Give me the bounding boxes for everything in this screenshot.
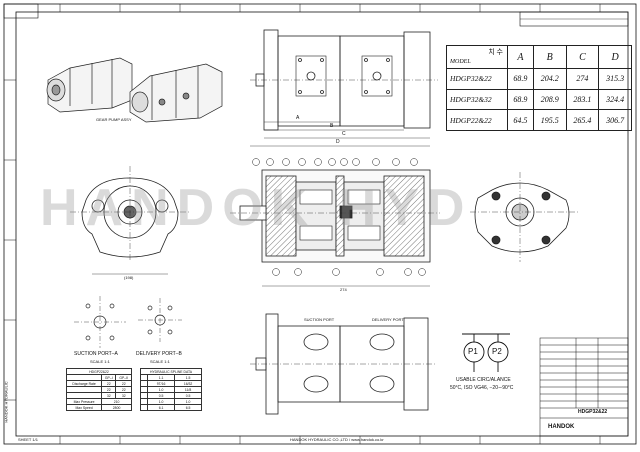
column-header: C — [565, 45, 600, 69]
isometric-view-1 — [46, 57, 133, 113]
spec-cell: 6.5 — [174, 404, 202, 411]
value-cell: 204.2 — [532, 68, 567, 90]
frame-ticks — [4, 4, 601, 444]
value-cell: 315.3 — [598, 68, 632, 90]
spec-cell — [140, 404, 148, 411]
delivery-scale: SCALE 1:1 — [150, 359, 170, 364]
section-length-dim: 274 — [340, 287, 347, 292]
rear-view — [470, 172, 578, 262]
hydraulic-symbol — [462, 333, 510, 372]
bottom-note: HANDOK HYDRAULIC CO.,LTD / www.handok.co… — [290, 437, 384, 442]
isometric-view-2 — [129, 63, 223, 123]
page-note: SHEET 1/1 — [18, 437, 38, 442]
corner-top-label: 치 수 — [488, 48, 503, 56]
title-block-drawing-no: HDGP32&22 — [578, 409, 608, 415]
table-row: HDGP32&32 68.9 208.9 283.1 324.4 — [446, 88, 632, 111]
symbol-p2-label: P2 — [492, 347, 502, 356]
left-vertical-title: HANDOK HYDRAULIC — [3, 381, 9, 423]
inner-border — [15, 11, 629, 437]
suction-port-callout: SUCTION PORT — [304, 317, 335, 322]
delivery-port-label: DELIVERY PORT–B — [136, 351, 182, 357]
circ-sub-label: 50°C, ISO VG46, −20∼90°C — [450, 385, 514, 391]
model-cell: HDGP32&32 — [446, 88, 508, 111]
delivery-port-detail — [138, 298, 182, 342]
title-block — [539, 337, 629, 437]
table-row: HDGP22&22 64.5 195.5 265.4 306.7 — [446, 109, 632, 131]
bottom-side-view — [250, 313, 436, 415]
dimension-table-corner: 치 수 MODEL — [446, 45, 508, 69]
flange-view — [70, 166, 190, 275]
dimension-table: 치 수 MODEL A B C D HDGP32&22 68.9 204.2 2… — [446, 45, 632, 131]
value-cell: 265.4 — [565, 109, 600, 131]
circ-label: USABLE CIRC/ALANCE — [456, 377, 511, 383]
column-header: B — [532, 45, 567, 69]
suction-port-detail — [74, 296, 126, 348]
outer-border — [3, 3, 637, 445]
section-view — [230, 158, 440, 287]
value-cell: 195.5 — [532, 109, 567, 131]
value-cell: 283.1 — [565, 88, 600, 111]
value-cell: 208.9 — [532, 88, 567, 111]
value-cell: 68.9 — [507, 88, 534, 111]
title-block-company: HANDOK — [548, 424, 575, 430]
model-cell: HDGP32&22 — [446, 68, 508, 90]
column-header: D — [598, 45, 632, 69]
suction-scale: SCALE 1:1 — [90, 359, 110, 364]
delivery-port-callout: DELIVERY PORT — [372, 317, 404, 322]
isometric-note: GEAR PUMP ASSY — [96, 117, 132, 122]
spec-cell: 2800 — [101, 404, 132, 411]
value-cell: 306.7 — [598, 109, 632, 131]
value-cell: 274 — [565, 68, 600, 90]
top-dim-c: C — [342, 131, 346, 137]
top-view — [250, 29, 438, 147]
column-header: A — [507, 45, 534, 69]
symbol-p1-label: P1 — [468, 347, 478, 356]
model-cell: HDGP22&22 — [446, 109, 508, 131]
corner-bottom-label: MODEL — [450, 59, 471, 65]
stamp-box — [3, 3, 39, 19]
value-cell: 324.4 — [598, 88, 632, 111]
spec-cell: Max Speed — [65, 404, 103, 411]
spec-cell: 6.1 — [146, 404, 176, 411]
top-dim-b: B — [330, 123, 334, 129]
table-row: HDGP32&22 68.9 204.2 274 315.3 — [446, 68, 632, 90]
value-cell: 64.5 — [507, 109, 534, 131]
suction-port-label: SUCTION PORT–A — [74, 351, 118, 357]
watermark: HANDOK HYD — [40, 179, 473, 237]
flange-width-dim: (198) — [124, 275, 134, 280]
value-cell: 68.9 — [507, 68, 534, 90]
top-dim-a: A — [296, 115, 300, 121]
top-dim-d: D — [336, 139, 340, 145]
